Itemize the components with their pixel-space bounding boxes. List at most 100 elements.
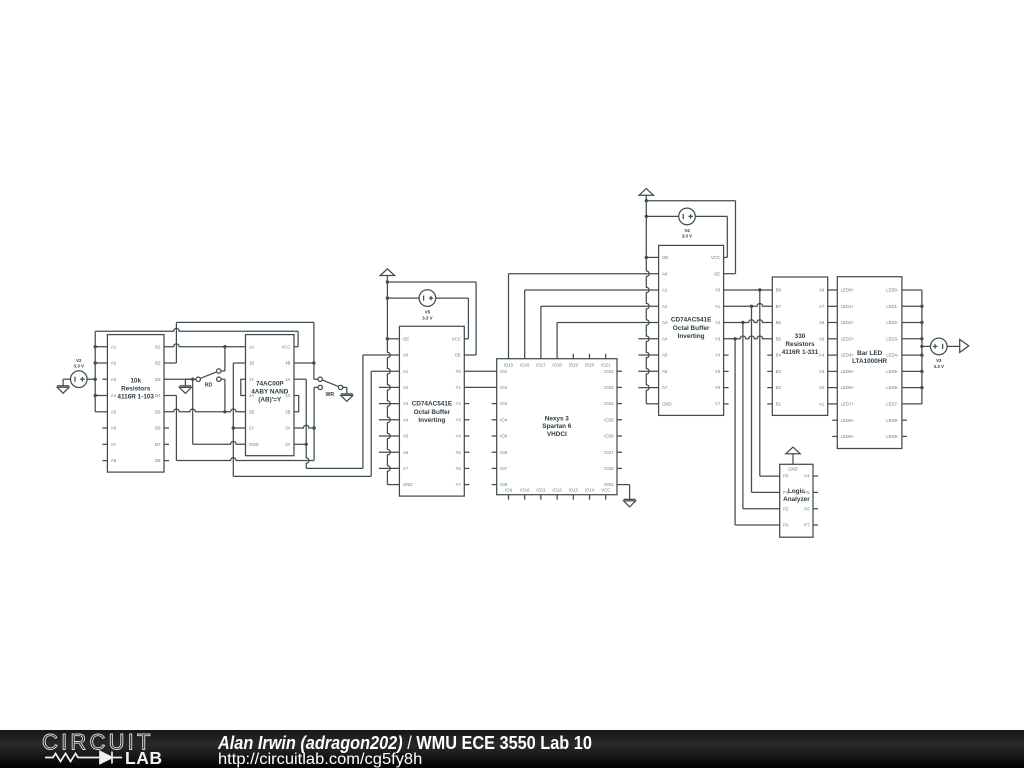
svg-text:IO9: IO9: [505, 488, 513, 493]
svg-text:IO21: IO21: [601, 362, 611, 367]
svg-text:LED7-: LED7-: [886, 402, 899, 407]
svg-text:IO22: IO22: [604, 369, 614, 374]
svg-text:LED3+: LED3+: [841, 336, 855, 341]
svg-text:LED5+: LED5+: [841, 369, 855, 374]
svg-text:LED0-: LED0-: [886, 288, 899, 293]
svg-text:IO10: IO10: [520, 488, 530, 493]
svg-text:1Y: 1Y: [249, 377, 254, 382]
svg-text:IO25: IO25: [604, 417, 614, 422]
svg-text:A0: A0: [403, 353, 409, 358]
svg-text:IO13: IO13: [569, 488, 579, 493]
svg-text:LED2-: LED2-: [886, 320, 899, 325]
svg-text:A4: A4: [662, 336, 668, 341]
svg-text:A8: A8: [819, 288, 825, 293]
svg-text:LED3-: LED3-: [886, 336, 899, 341]
svg-text:IO17: IO17: [536, 362, 546, 367]
svg-text:OE: OE: [662, 255, 668, 260]
svg-text:A3: A3: [403, 401, 409, 406]
svg-text:IO18: IO18: [552, 362, 562, 367]
svg-text:LED7+: LED7+: [841, 402, 855, 407]
svg-text:LED4-: LED4-: [886, 353, 899, 358]
svg-text:B6: B6: [776, 320, 782, 325]
svg-text:IO4: IO4: [500, 417, 508, 422]
svg-text:Y2: Y2: [456, 401, 462, 406]
svg-text:4116R 1-103: 4116R 1-103: [117, 394, 154, 401]
svg-text:B3: B3: [776, 369, 782, 374]
svg-text:LED0+: LED0+: [841, 288, 855, 293]
svg-text:P5: P5: [804, 490, 810, 495]
svg-text:VCC: VCC: [281, 344, 290, 349]
svg-text:OE: OE: [455, 353, 461, 358]
svg-text:1B: 1B: [249, 361, 254, 366]
svg-text:Nexys 3: Nexys 3: [545, 415, 570, 422]
svg-text:IO12: IO12: [552, 488, 562, 493]
svg-text:IO2: IO2: [500, 385, 508, 390]
svg-text:Analyzer: Analyzer: [783, 496, 810, 503]
svg-text:B8: B8: [776, 288, 782, 293]
svg-text:VHDCI: VHDCI: [547, 431, 567, 438]
svg-text:A5: A5: [662, 353, 668, 358]
svg-text:IO5: IO5: [500, 434, 508, 439]
svg-text:2Y: 2Y: [249, 426, 254, 431]
svg-text:LED1+: LED1+: [841, 304, 855, 309]
svg-text:LED6+: LED6+: [841, 385, 855, 390]
svg-text:B5: B5: [155, 409, 161, 414]
svg-text:Octal Buffer: Octal Buffer: [414, 409, 451, 416]
svg-text:Y3: Y3: [456, 417, 462, 422]
svg-text:V3: V3: [936, 358, 942, 363]
svg-text:A7: A7: [819, 304, 825, 309]
svg-text:CD74AC541E: CD74AC541E: [412, 401, 453, 408]
svg-text:LED6-: LED6-: [886, 385, 899, 390]
svg-text:V2: V2: [76, 358, 82, 363]
svg-text:A7: A7: [403, 466, 409, 471]
svg-text:LED8-: LED8-: [886, 418, 899, 423]
svg-text:VCC: VCC: [601, 488, 610, 493]
svg-text:CD74AC541E: CD74AC541E: [671, 317, 712, 324]
svg-text:IO20: IO20: [585, 362, 595, 367]
svg-text:Y5: Y5: [715, 369, 721, 374]
svg-text:A3: A3: [111, 377, 117, 382]
svg-text:A2: A2: [403, 385, 409, 390]
svg-text:A5: A5: [819, 336, 825, 341]
svg-text:LED9+: LED9+: [841, 434, 855, 439]
svg-text:B4: B4: [776, 353, 782, 358]
svg-text:A6: A6: [111, 426, 117, 431]
svg-text:LAB: LAB: [125, 748, 162, 768]
svg-text:P1: P1: [783, 490, 789, 495]
svg-text:Y0: Y0: [456, 369, 462, 374]
svg-text:A7: A7: [662, 385, 668, 390]
svg-text:10k: 10k: [130, 377, 141, 384]
svg-text:A3: A3: [662, 320, 668, 325]
svg-text:A1: A1: [111, 344, 117, 349]
svg-text:Y7: Y7: [715, 401, 721, 406]
svg-text:OE: OE: [403, 336, 409, 341]
svg-text:IO27: IO27: [604, 450, 614, 455]
svg-text:P0: P0: [783, 474, 789, 479]
svg-text:B2: B2: [776, 385, 782, 390]
svg-text:IO14: IO14: [585, 488, 595, 493]
svg-text:IO11: IO11: [536, 488, 546, 493]
svg-text:2B: 2B: [249, 409, 254, 414]
svg-text:B7: B7: [155, 442, 161, 447]
svg-text:A0: A0: [662, 271, 668, 276]
svg-text:Resistors: Resistors: [785, 341, 815, 348]
svg-text:Y6: Y6: [456, 466, 462, 471]
svg-text:LTA1000HR: LTA1000HR: [852, 358, 887, 365]
svg-text:LED2+: LED2+: [841, 320, 855, 325]
svg-text:A4: A4: [403, 417, 409, 422]
svg-text:(AB)'=Y: (AB)'=Y: [258, 397, 282, 404]
svg-text:74AC00P: 74AC00P: [256, 380, 284, 387]
svg-text:Inverting: Inverting: [418, 417, 445, 424]
svg-text:4A: 4A: [285, 377, 290, 382]
svg-text:P7: P7: [804, 523, 810, 528]
svg-text:3B: 3B: [285, 409, 290, 414]
svg-text:2A: 2A: [249, 393, 254, 398]
svg-text:A7: A7: [111, 442, 117, 447]
svg-text:IO15: IO15: [504, 362, 514, 367]
svg-text:Y5: Y5: [456, 450, 462, 455]
svg-text:Y6: Y6: [715, 385, 721, 390]
svg-text:B3: B3: [155, 377, 161, 382]
svg-text:IO23: IO23: [604, 385, 614, 390]
svg-text:A6: A6: [662, 369, 668, 374]
svg-text:4116R 1-331: 4116R 1-331: [782, 349, 819, 356]
